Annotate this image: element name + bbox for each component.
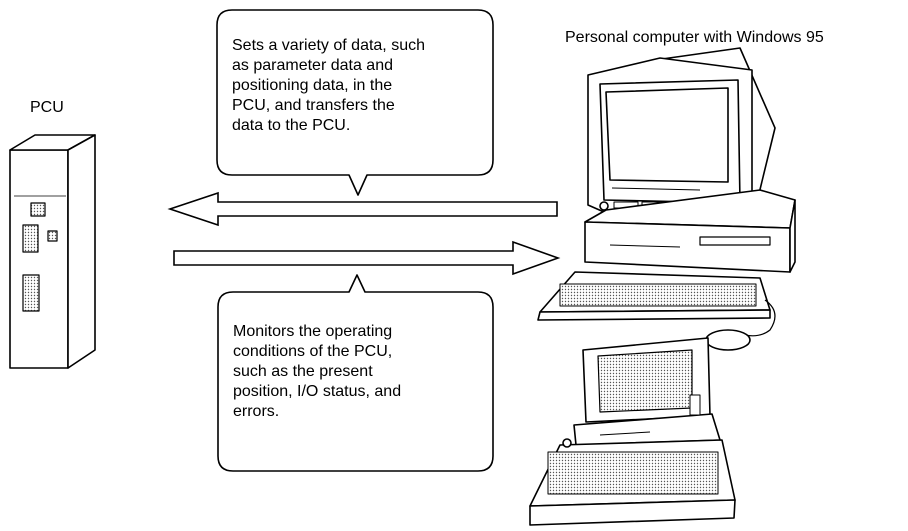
laptop-keyboard [547, 451, 719, 495]
mouse-cable [744, 299, 776, 337]
pcu-port [22, 224, 39, 253]
monitor-power-button [599, 201, 609, 211]
callout-top-text: Sets a variety of data, such as paramete… [232, 37, 425, 134]
pcu-switch [47, 230, 58, 242]
system-unit-front [584, 221, 791, 273]
callout-bottom-bubble [217, 274, 494, 472]
pcu-unit [9, 134, 96, 369]
desktop-computer [537, 47, 796, 351]
system-unit-side [789, 199, 796, 273]
computer-label: Personal computer with Windows 95 [565, 29, 824, 46]
pcu-indicator-panel [30, 202, 46, 217]
pcu-side-face [67, 134, 96, 369]
computer-mouse [705, 329, 751, 351]
laptop-screen [597, 349, 693, 413]
pcu-label: PCU [30, 99, 64, 116]
arrow-to-computer [173, 240, 561, 276]
pcu-front-face [9, 149, 69, 369]
callout-top-bubble [216, 9, 494, 196]
floppy-drive [699, 236, 771, 246]
callout-bottom-text: Monitors the operating conditions of the… [233, 323, 402, 420]
keyboard-keys [559, 283, 757, 307]
arrow-to-pcu [167, 191, 558, 227]
laptop-computer [529, 337, 736, 526]
pcu-connector [22, 274, 40, 312]
monitor-screen [605, 87, 729, 183]
